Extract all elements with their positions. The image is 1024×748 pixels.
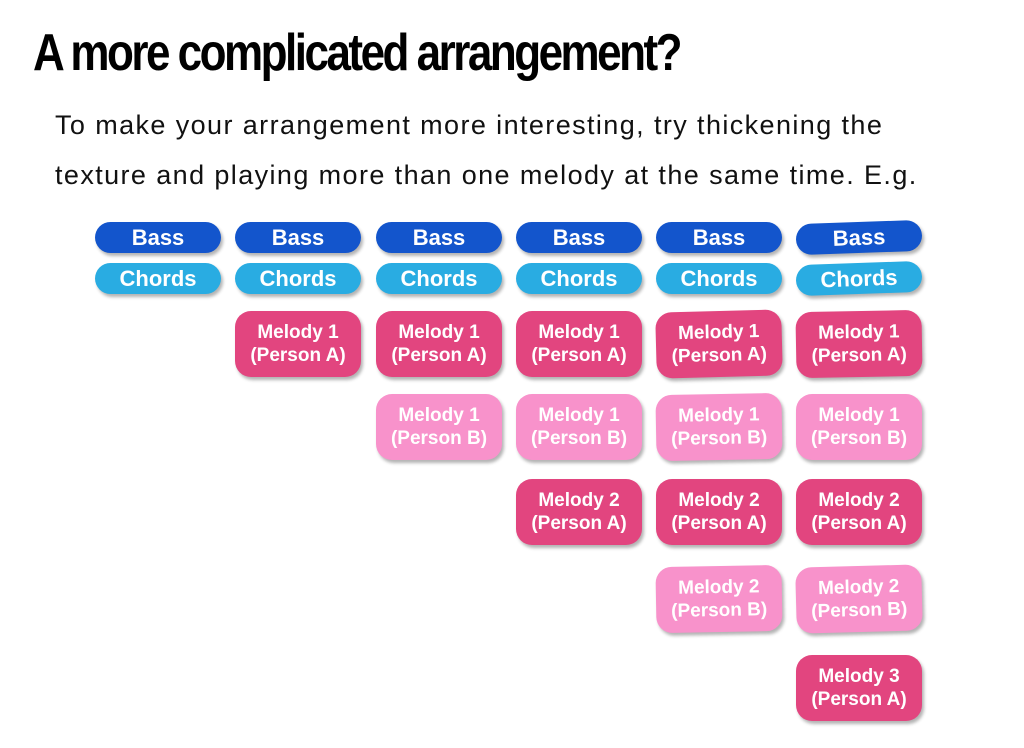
badge-melody-1-person-a-col-3: Melody 1 (Person A) (376, 311, 502, 377)
badge-label: Bass (832, 224, 886, 251)
badge-label-line-2: (Person A) (811, 689, 907, 710)
badge-label-line-1: Melody 1 (538, 322, 620, 343)
badge-bass-col-3: Bass (376, 222, 502, 253)
badge-label-line-1: Melody 3 (818, 666, 900, 687)
badge-label-line-2: (Person A) (391, 345, 487, 366)
badge-melody-1-person-a-col-6: Melody 1 (Person A) (795, 309, 923, 379)
badge-label-line-1: Melody 1 (817, 321, 900, 344)
badge-label-line-2: (Person B) (810, 428, 908, 449)
badge-label-line-1: Melody 2 (678, 490, 760, 511)
badge-label-line-1: Melody 1 (538, 405, 620, 426)
badge-melody-1-person-b-col-3: Melody 1 (Person B) (376, 394, 502, 460)
badge-label-line-2: (Person A) (671, 343, 768, 368)
badge-label-line-2: (Person A) (811, 344, 908, 367)
badge-label: Chords (680, 266, 758, 291)
page-title: A more complicated arrangement? (33, 24, 683, 82)
intro-text-line-2: texture and playing more than one melody… (55, 160, 918, 190)
badge-label-line-2: (Person A) (250, 345, 346, 366)
badge-label-line-1: Melody 2 (818, 490, 900, 511)
badge-label-line-2: (Person A) (671, 513, 767, 534)
badge-melody-1-person-b-col-5: Melody 1 (Person B) (655, 392, 783, 462)
badge-label: Chords (259, 266, 337, 291)
badge-label-line-2: (Person A) (811, 513, 907, 534)
badge-label: Chords (400, 266, 478, 291)
badge-bass-col-4: Bass (516, 222, 642, 253)
badge-label-line-1: Melody 1 (398, 405, 480, 426)
badge-label-line-1: Melody 1 (257, 322, 339, 343)
badge-label-line-1: Melody 2 (538, 490, 620, 511)
intro-text: To make your arrangement more interestin… (55, 100, 918, 200)
badge-label-line-1: Melody 2 (677, 576, 760, 599)
badge-label-line-2: (Person B) (390, 428, 488, 449)
badge-melody-2-person-b-col-6: Melody 2 (Person B) (795, 564, 923, 634)
badge-melody-2-person-a-col-5: Melody 2 (Person A) (656, 479, 782, 545)
badge-melody-1-person-a-col-2: Melody 1 (Person A) (235, 311, 361, 377)
badge-melody-2-person-b-col-5: Melody 2 (Person B) (655, 564, 783, 634)
badge-label-line-1: Melody 2 (817, 575, 900, 600)
badge-label-line-2: (Person B) (670, 599, 768, 622)
badge-melody-2-person-a-col-6: Melody 2 (Person A) (796, 479, 922, 545)
badge-label: Chords (540, 266, 618, 291)
badge-label-line-2: (Person A) (531, 513, 627, 534)
badge-label-line-1: Melody 1 (677, 404, 760, 427)
badge-chords-col-1: Chords (95, 263, 221, 294)
badge-label-line-2: (Person B) (810, 598, 908, 623)
badge-melody-1-person-b-col-6: Melody 1 (Person B) (796, 394, 922, 460)
intro-text-line-1: To make your arrangement more interestin… (55, 110, 884, 140)
badge-melody-3-person-a-col-6: Melody 3 (Person A) (796, 655, 922, 721)
badge-label-line-1: Melody 1 (818, 405, 900, 426)
badge-melody-1-person-a-col-5: Melody 1 (Person A) (655, 309, 783, 379)
badge-bass-col-2: Bass (235, 222, 361, 253)
badge-label: Bass (692, 225, 746, 250)
badge-bass-col-5: Bass (656, 222, 782, 253)
badge-label-line-1: Melody 1 (677, 320, 760, 345)
badge-chords-col-2: Chords (235, 263, 361, 294)
badge-label: Bass (412, 225, 466, 250)
badge-chords-col-6: Chords (795, 260, 923, 297)
badge-label: Chords (820, 264, 898, 293)
badge-label: Bass (131, 225, 185, 250)
badge-label-line-1: Melody 1 (398, 322, 480, 343)
badge-chords-col-5: Chords (656, 263, 782, 294)
badge-chords-col-4: Chords (516, 263, 642, 294)
badge-label-line-2: (Person A) (531, 345, 627, 366)
badge-bass-col-6: Bass (795, 219, 923, 256)
badge-label: Bass (552, 225, 606, 250)
badge-melody-1-person-a-col-4: Melody 1 (Person A) (516, 311, 642, 377)
badge-label-line-2: (Person B) (530, 428, 628, 449)
badge-label-line-2: (Person B) (670, 427, 768, 450)
badge-label: Bass (271, 225, 325, 250)
badge-bass-col-1: Bass (95, 222, 221, 253)
badge-melody-2-person-a-col-4: Melody 2 (Person A) (516, 479, 642, 545)
badge-melody-1-person-b-col-4: Melody 1 (Person B) (516, 394, 642, 460)
badge-label: Chords (119, 266, 197, 291)
badge-chords-col-3: Chords (376, 263, 502, 294)
